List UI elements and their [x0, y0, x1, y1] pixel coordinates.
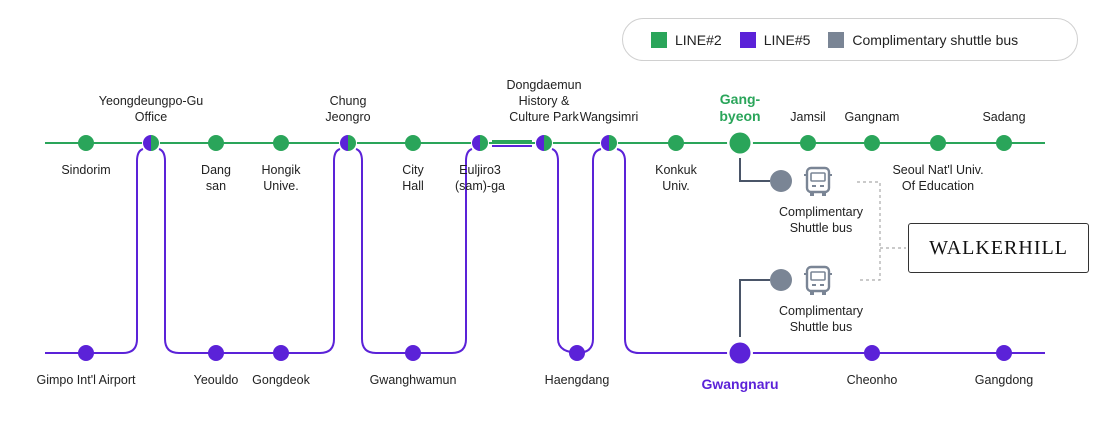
station-label: Gimpo Int'l Airport — [37, 373, 136, 387]
bus-icon — [822, 291, 826, 295]
station-marker — [78, 345, 94, 361]
station-label: Yeouldo — [194, 373, 239, 387]
bus-icon — [805, 166, 831, 194]
station-label: Sindorim — [61, 163, 110, 177]
shuttle-label: Shuttle bus — [790, 320, 853, 334]
shuttle-label: Shuttle bus — [790, 221, 853, 235]
legend-item-shuttle: Complimentary shuttle bus — [828, 31, 1019, 48]
transfer-station-marker — [472, 135, 480, 151]
station-label: History & — [519, 94, 570, 108]
legend-item-line5: LINE#5 — [739, 31, 811, 48]
station-label: Seoul Nat'l Univ. — [892, 163, 983, 177]
station-marker — [569, 345, 585, 361]
legend-label: LINE#5 — [763, 31, 811, 48]
shuttle-connector-bottom — [739, 279, 770, 337]
station-label: san — [206, 179, 226, 193]
bus-icon — [822, 192, 826, 196]
station-marker — [800, 135, 816, 151]
station-label: Office — [135, 110, 167, 124]
transfer-station-marker — [151, 135, 159, 151]
station-label: Gongdeok — [252, 373, 310, 387]
station-label: Chung — [330, 94, 367, 108]
bus-icon — [810, 271, 826, 281]
station-marker — [405, 345, 421, 361]
station-label: City — [402, 163, 424, 177]
station-marker — [208, 345, 224, 361]
station-marker — [729, 132, 751, 154]
station-label: Jamsil — [790, 110, 825, 124]
legend: LINE#2 LINE#5 Complimentary shuttle bus — [622, 18, 1078, 61]
station-label: Yeongdeungpo-Gu — [99, 94, 204, 108]
station-label: Unive. — [263, 179, 298, 193]
bus-icon — [810, 291, 814, 295]
line5-swatch — [739, 31, 756, 48]
station-label: Univ. — [662, 179, 690, 193]
station-marker — [273, 345, 289, 361]
station-marker — [864, 345, 880, 361]
station-label: Sadang — [982, 110, 1025, 124]
transfer-station-marker — [609, 135, 617, 151]
station-label: Euljiro3 — [459, 163, 501, 177]
transfer-station-marker — [480, 135, 488, 151]
station-label: Haengdang — [545, 373, 610, 387]
shuttle-stop-marker — [770, 170, 792, 192]
station-label: Hongik — [262, 163, 302, 177]
shuttle-label: Complimentary — [779, 304, 864, 318]
station-label: Gangnam — [845, 110, 900, 124]
station-marker — [930, 135, 946, 151]
station-marker — [405, 135, 421, 151]
legend-item-line2: LINE#2 — [651, 31, 722, 48]
transfer-station-marker — [340, 135, 348, 151]
shuttle-stop-marker — [770, 269, 792, 291]
station-label: Konkuk — [655, 163, 697, 177]
station-label: Gwangnaru — [701, 376, 778, 392]
legend-label: LINE#2 — [675, 31, 722, 48]
transfer-station-marker — [601, 135, 609, 151]
station-marker — [273, 135, 289, 151]
legend-label: Complimentary shuttle bus — [852, 31, 1019, 48]
bus-icon — [810, 172, 826, 182]
transfer-station-marker — [544, 135, 552, 151]
station-label: Culture Park — [509, 110, 579, 124]
station-label: Dongdaemun — [506, 78, 581, 92]
station-label: Dang — [201, 163, 231, 177]
station-marker — [996, 345, 1012, 361]
station-marker — [208, 135, 224, 151]
line2-swatch — [651, 31, 667, 48]
station-label: byeon — [719, 108, 760, 124]
station-marker — [78, 135, 94, 151]
shuttle-label: Complimentary — [779, 205, 864, 219]
station-label: Of Education — [902, 179, 974, 193]
bus-icon — [805, 265, 831, 293]
dashed-route-to-walkerhill — [857, 181, 906, 281]
transfer-station-marker — [536, 135, 544, 151]
station-label: (sam)-ga — [455, 179, 505, 193]
bus-icon — [810, 192, 814, 196]
shuttle-connector-top — [739, 158, 770, 182]
station-label: Gwanghwamun — [370, 373, 457, 387]
station-label: Cheonho — [847, 373, 898, 387]
station-label: Gang- — [720, 91, 761, 107]
station-marker — [864, 135, 880, 151]
transfer-station-marker — [143, 135, 151, 151]
walkerhill-logo: WALKERHILL — [908, 223, 1089, 273]
station-label: Wangsimri — [580, 110, 639, 124]
station-marker — [996, 135, 1012, 151]
station-label: Jeongro — [325, 110, 370, 124]
station-marker — [729, 342, 751, 364]
station-label: Gangdong — [975, 373, 1033, 387]
station-marker — [668, 135, 684, 151]
shuttle-swatch — [828, 31, 845, 48]
station-label: Hall — [402, 179, 424, 193]
line5-track — [45, 148, 1045, 354]
transfer-station-marker — [348, 135, 356, 151]
